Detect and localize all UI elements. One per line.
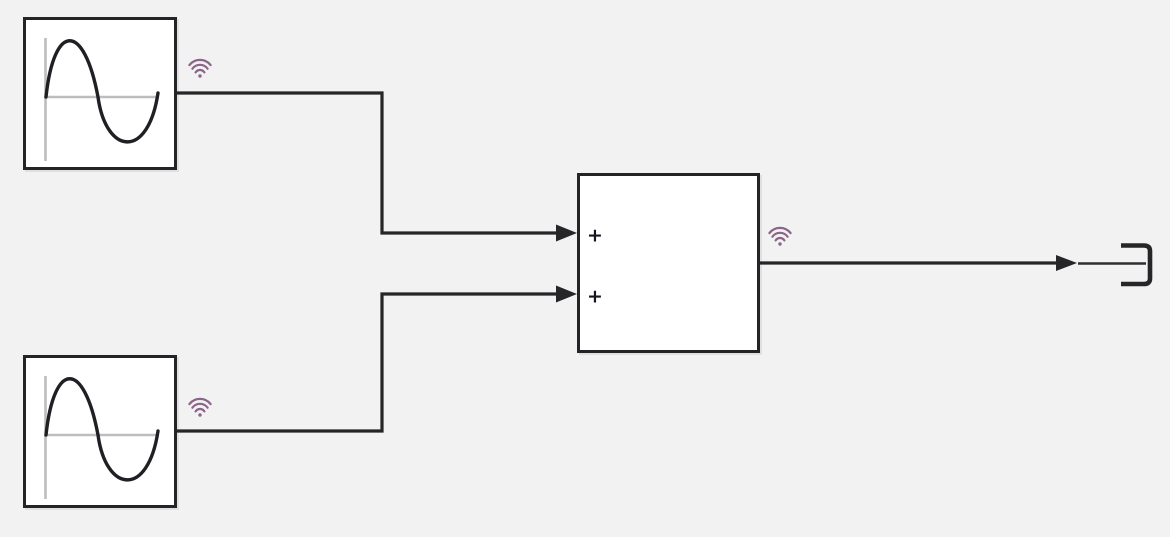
signal-logging-badge-sine-top[interactable] — [186, 55, 214, 83]
sine-wave-block-top[interactable] — [23, 17, 177, 170]
arrowhead-icon — [556, 285, 577, 303]
sine-curve — [44, 39, 160, 144]
sum-input-port-label-1: + — [587, 224, 603, 247]
signal-line-sine-bottom-to-sum[interactable] — [177, 285, 577, 433]
terminator-block[interactable] — [1121, 243, 1153, 287]
signal-logging-badge-sine-bottom[interactable] — [186, 394, 214, 422]
wifi-icon — [188, 58, 212, 78]
signal-line-sine-top-to-sum[interactable] — [177, 91, 577, 242]
wifi-icon — [188, 397, 212, 417]
sum-block[interactable]: + + — [577, 173, 760, 353]
arrowhead-icon — [1056, 255, 1077, 271]
wire-segment[interactable] — [177, 292, 557, 433]
sine-wave-block-bottom[interactable] — [23, 355, 177, 508]
sine-curve — [44, 377, 160, 482]
sine-wave-icon — [44, 376, 160, 499]
wifi-icon — [768, 226, 792, 246]
signal-logging-badge-sum-output[interactable] — [766, 223, 794, 251]
wire-segment[interactable] — [177, 91, 557, 235]
sum-input-port-label-2: + — [587, 285, 603, 308]
sine-wave-icon — [44, 38, 160, 161]
arrowhead-icon — [556, 224, 577, 242]
signal-line-sum-to-terminator[interactable] — [760, 255, 1146, 271]
terminator-bracket-icon — [1121, 243, 1153, 287]
